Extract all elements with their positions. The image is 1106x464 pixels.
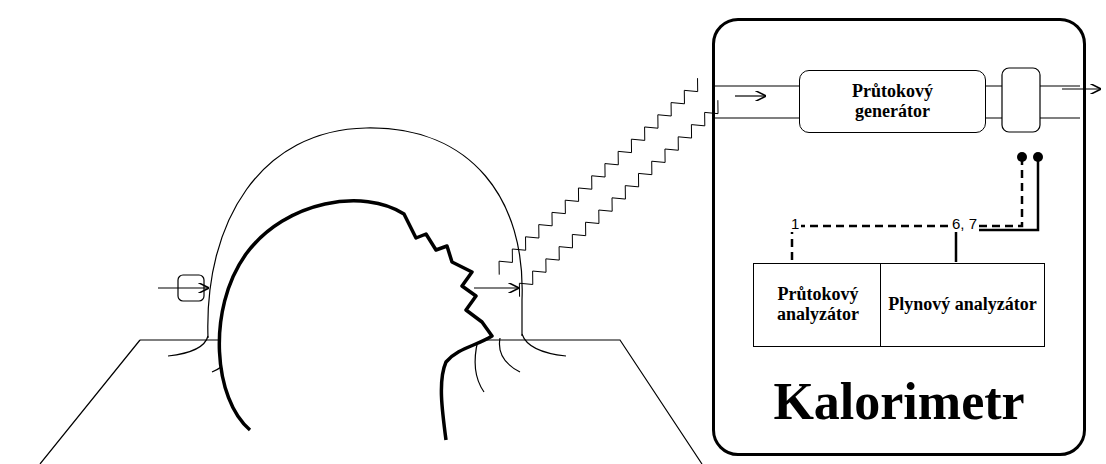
outlet-arrow — [474, 287, 518, 288]
terminal-dot — [1017, 152, 1027, 162]
box-label: Průtokový analyzátor — [759, 285, 877, 325]
flow-generator-box: Průtokový generátor — [799, 70, 986, 133]
head-profile — [219, 201, 492, 440]
box-label: Plynový analyzátor — [888, 295, 1037, 315]
inlet-arrow — [158, 287, 208, 288]
gas-wire — [956, 157, 1038, 262]
channel-number: 1 — [789, 215, 801, 232]
flow-analyzer-box: Průtokový analyzátor — [753, 263, 883, 347]
housing-title: Kalorimetr — [715, 373, 1083, 430]
sensor-box — [1002, 68, 1040, 132]
flow-wire — [792, 157, 1022, 262]
channel-number: 6, 7 — [950, 215, 979, 232]
calorimeter-housing: Kalorimetr Průtokový generátorPrůtokový a… — [712, 18, 1086, 456]
hose-wall — [519, 100, 718, 297]
gas-analyzer-box: Plynový analyzátor — [880, 263, 1045, 347]
hose-wall — [499, 78, 698, 275]
pipe-in-arrow — [735, 95, 765, 96]
pipe-out-arrow — [1062, 88, 1100, 89]
box-label: Průtokový generátor — [838, 82, 948, 122]
terminal-dot — [1033, 152, 1043, 162]
hose — [499, 78, 718, 297]
